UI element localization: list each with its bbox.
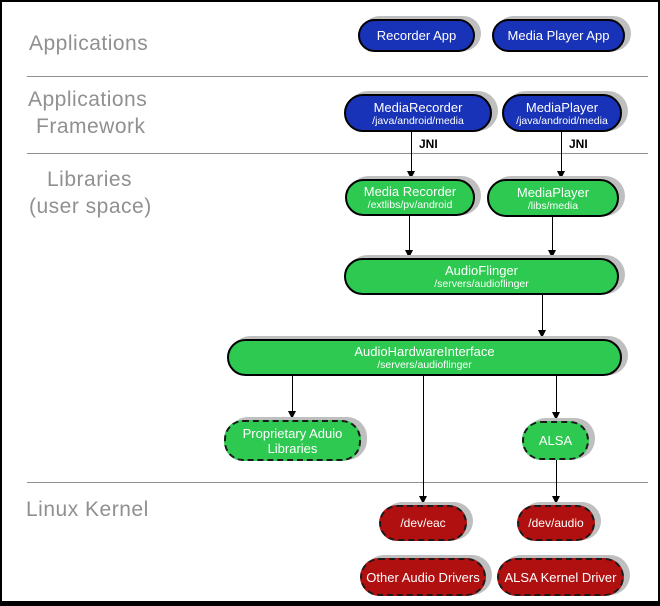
- node-subtitle: /java/android/media: [516, 114, 608, 127]
- node-subtitle: /libs/media: [527, 199, 579, 212]
- node-title: ALSA Kernel Driver: [504, 569, 617, 585]
- node-title: Media Recorder: [363, 184, 457, 199]
- node-title: Media Player App: [507, 28, 610, 43]
- layer-label-text: Libraries: [47, 168, 133, 191]
- flow-arrow: [419, 376, 428, 504]
- node-subtitle: /servers/audioflinger: [434, 278, 529, 290]
- layer-divider: [27, 76, 648, 77]
- layer-label-libraries: Libraries (user space): [29, 166, 152, 220]
- layer-divider: [27, 153, 648, 154]
- node-dev-audio: /dev/audio: [517, 505, 595, 541]
- node-recorder-app: Recorder App: [358, 19, 475, 52]
- node-alsa-kernel-driver: ALSA Kernel Driver: [497, 558, 624, 596]
- layer-label-text: Framework: [36, 115, 146, 138]
- node-title: ALSA: [538, 433, 573, 448]
- jni-label: JNI: [419, 137, 438, 151]
- node-mediarecorder-framework: MediaRecorder /java/android/media: [344, 94, 492, 132]
- node-mediaplayer-framework: MediaPlayer /java/android/media: [502, 94, 622, 132]
- node-subtitle: /extlibs/pv/android: [367, 199, 453, 211]
- node-audio-hardware-interface: AudioHardwareInterface /servers/audiofli…: [227, 339, 622, 376]
- node-subtitle: /java/android/media: [372, 114, 464, 127]
- node-title: MediaPlayer: [525, 99, 599, 115]
- node-media-player-app: Media Player App: [492, 19, 625, 52]
- node-title: MediaRecorder: [373, 99, 463, 115]
- node-media-recorder-lib: Media Recorder /extlibs/pv/android: [345, 179, 475, 216]
- flow-arrow: [552, 460, 561, 504]
- node-dev-eac: /dev/eac: [379, 505, 467, 541]
- jni-arrow: [407, 132, 416, 179]
- layer-label-text: (user space): [29, 195, 152, 218]
- layer-label-linux-kernel: Linux Kernel: [26, 496, 149, 523]
- flow-arrow: [538, 295, 547, 338]
- jni-label: JNI: [569, 137, 588, 151]
- node-title: Recorder App: [376, 28, 457, 43]
- node-other-audio-drivers: Other Audio Drivers: [360, 558, 486, 596]
- node-alsa: ALSA: [522, 421, 589, 460]
- flow-arrow: [552, 376, 561, 420]
- layer-label-text: Applications: [29, 32, 149, 55]
- node-title: /dev/eac: [400, 515, 446, 530]
- node-proprietary-audio-libraries: Proprietary Aduio Libraries: [224, 420, 361, 461]
- node-title: Other Audio Drivers: [366, 569, 480, 585]
- flow-arrow: [548, 217, 557, 258]
- flow-arrow: [288, 376, 297, 419]
- node-title: AudioHardwareInterface: [354, 344, 495, 359]
- node-title: MediaPlayer: [516, 184, 590, 200]
- layer-label-text: Applications: [28, 88, 148, 111]
- layer-label-applications-framework: Applications Framework: [28, 86, 147, 140]
- node-title: /dev/audio: [528, 515, 584, 530]
- node-title: AudioFlinger: [445, 263, 518, 278]
- flow-arrow: [405, 216, 414, 258]
- layer-label-applications: Applications: [29, 30, 148, 57]
- layer-label-text: Linux Kernel: [26, 498, 149, 521]
- node-audioflinger: AudioFlinger /servers/audioflinger: [344, 258, 619, 295]
- node-subtitle: /servers/audioflinger: [377, 359, 472, 371]
- node-mediaplayer-lib: MediaPlayer /libs/media: [487, 179, 619, 217]
- node-title: Proprietary Aduio Libraries: [242, 425, 343, 456]
- layer-divider: [27, 482, 648, 483]
- jni-arrow: [557, 132, 566, 179]
